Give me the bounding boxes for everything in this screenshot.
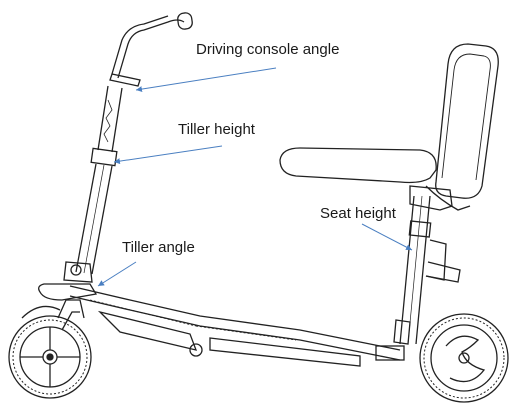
seat [279,43,499,211]
arrow-tiller-angle [97,261,137,287]
arrow-tiller-height [113,145,223,165]
front-fork [21,299,85,331]
arrow-seat-height [361,223,413,251]
seat-post [393,195,461,345]
label-driving-console-angle: Driving console angle [196,41,340,58]
callout-arrows [97,67,413,287]
front-wheel [8,315,92,399]
deck-frame [38,283,405,367]
label-tiller-angle: Tiller angle [122,239,195,256]
label-tiller-height: Tiller height [178,121,255,138]
arrow-driving-console-angle [135,67,277,93]
rear-wheel [419,313,509,403]
tiller [63,12,193,283]
label-seat-height: Seat height [320,205,396,222]
